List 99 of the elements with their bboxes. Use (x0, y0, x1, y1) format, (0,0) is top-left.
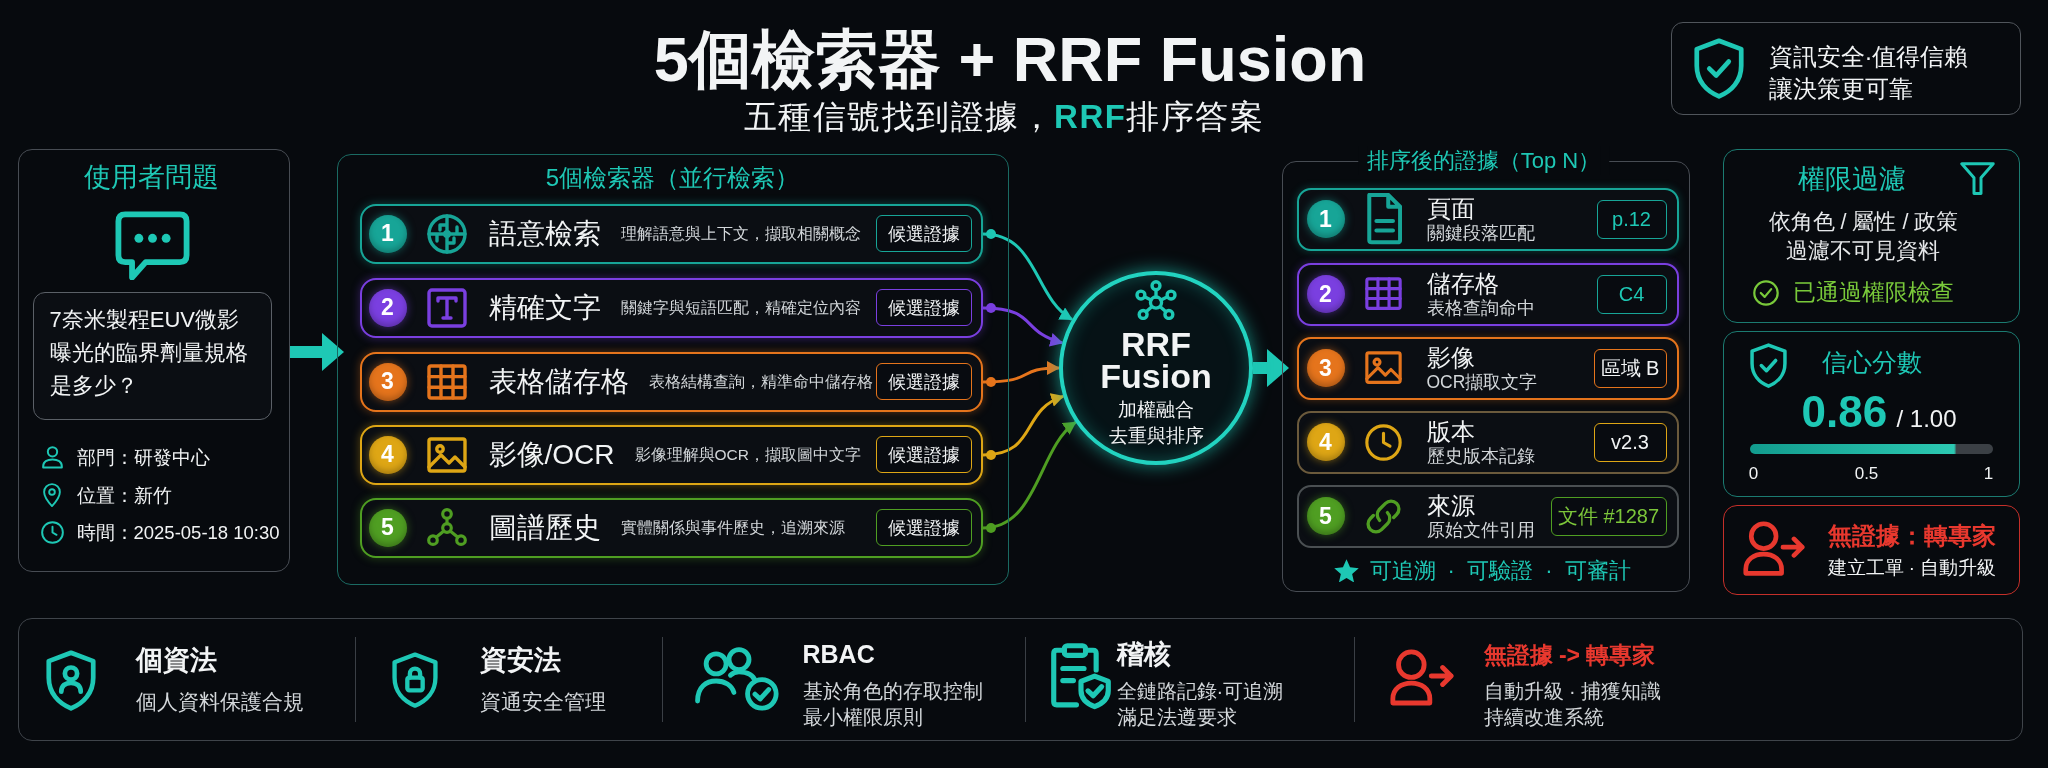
retriever-title: 語意檢索 (488, 216, 601, 251)
curved-arrow (982, 421, 1077, 532)
reference-tag: 文件 #1287 (1550, 496, 1667, 536)
alert-heading: 無證據：轉專家 (1827, 522, 1996, 551)
number-badge: 5 (1306, 497, 1345, 535)
reference-tag: C4 (1596, 274, 1667, 314)
retriever-card (359, 203, 983, 264)
item-title: 資安法 (479, 644, 561, 677)
meta-text: 部門：研發中心 (76, 445, 210, 470)
item-text: 資通安全管理 (479, 689, 606, 715)
fusion-subtitle: 加權融合 (1118, 397, 1194, 422)
arrow (290, 333, 344, 371)
number-badge: 5 (368, 508, 407, 547)
evidence-card (1296, 484, 1679, 548)
panel-heading: 信心分數 (1821, 347, 1922, 378)
retriever-title: 影像/OCR (488, 437, 615, 472)
evidence-description: 歷史版本記錄 (1426, 444, 1535, 468)
reference-tag: 區域 B (1593, 348, 1667, 388)
retriever-title: 精確文字 (488, 290, 601, 325)
fusion-circle (1059, 271, 1253, 465)
retriever-card (359, 424, 983, 485)
evidence-title: 版本 (1426, 416, 1475, 447)
meta-text: 時間：2025-05-18 10:30 (76, 520, 280, 545)
curved-arrow (982, 229, 1073, 321)
alert-text: 建立工單 · 自動升級 (1827, 555, 1996, 580)
number-badge: 3 (1306, 349, 1345, 387)
reference-tag: p.12 (1596, 199, 1667, 239)
evidence-description: 關鍵段落匹配 (1426, 221, 1535, 245)
filter-panel (1723, 149, 2020, 323)
evidence-card (1296, 410, 1679, 474)
item-text: 自動升級 · 捕獲知識持續改進系統 (1483, 678, 1663, 730)
evidence-description: 表格查詢命中 (1426, 296, 1535, 320)
item-title: 稽核 (1116, 638, 1171, 671)
curved-arrow (982, 394, 1065, 460)
retriever-title: 圖譜歷史 (488, 510, 601, 545)
evidence-card (1296, 187, 1679, 251)
evidence-title: 影像 (1426, 342, 1475, 373)
fusion-title: RRF Fusion (1099, 328, 1213, 392)
meta-text: 位置：新竹 (76, 483, 172, 508)
subtitle: 五種信號找到證據，RRF排序答案 (743, 96, 1265, 137)
item-text: 個人資料保護合規 (135, 689, 304, 715)
scale-label: 0.5 (1854, 462, 1879, 485)
compliance-bar (18, 618, 2023, 741)
evidence-tag: 候選證據 (875, 289, 972, 326)
retriever-title: 表格儲存格 (488, 364, 629, 399)
evidence-description: 原始文件引用 (1426, 518, 1535, 542)
question-panel (18, 149, 290, 572)
evidence-card (1296, 336, 1679, 400)
curved-arrow (982, 361, 1060, 387)
alert-heading: 無證據 -> 轉專家 (1483, 640, 1656, 670)
retriever-description: 關鍵字與短語匹配，精確定位內容 (620, 297, 861, 318)
evidence-title: 儲存格 (1426, 268, 1499, 299)
item-title: RBAC (802, 639, 875, 670)
evidence-card (1296, 262, 1679, 326)
badge-text: 資訊安全·值得信賴讓決策更可靠 (1768, 41, 1970, 104)
evidence-description: OCR擷取文字 (1426, 370, 1538, 394)
panel-text: 依角色 / 屬性 / 政策過濾不可見資料 (1767, 208, 1960, 265)
score-value: 0.86 (1801, 387, 1888, 436)
score-scale: / 1.00 (1896, 404, 1957, 434)
retriever-description: 實體關係與事件歷史，追溯來源 (620, 517, 845, 538)
retriever-card (359, 497, 983, 558)
fusion-subtitle: 去重與排序 (1108, 423, 1204, 448)
evidence-title: 頁面 (1426, 193, 1475, 224)
scale-label: 1 (1983, 462, 1994, 485)
item-text: 基於角色的存取控制最小權限原則 (802, 678, 984, 730)
number-badge: 1 (1306, 200, 1345, 238)
item-title: 個資法 (135, 644, 217, 677)
arrow (1253, 349, 1289, 387)
retriever-description: 理解語意與上下文，擷取相關概念 (620, 223, 861, 244)
panel-heading: 5個檢索器（並行檢索） (545, 163, 800, 193)
number-badge: 2 (1306, 275, 1345, 313)
status-text: 已通過權限檢查 (1792, 279, 1954, 307)
scale-label: 0 (1748, 462, 1759, 485)
evidence-title: 來源 (1426, 490, 1475, 521)
panel-heading: 使用者問題 (84, 161, 219, 194)
evidence-tag: 候選證據 (875, 363, 972, 400)
evidence-tag: 候選證據 (875, 436, 972, 473)
retriever-card (359, 351, 983, 412)
retriever-description: 影像理解與OCR，擷取圖中文字 (634, 444, 861, 465)
score-panel (1723, 331, 2020, 497)
question-box: 7奈米製程EUV微影曝光的臨界劑量規格是多少？ (32, 291, 272, 420)
info-badge (1671, 22, 2021, 115)
escalation-panel (1723, 505, 2020, 595)
number-badge: 3 (368, 362, 407, 401)
retriever-description: 表格結構查詢，精準命中儲存格 (648, 371, 873, 392)
evidence-tag: 候選證據 (875, 215, 972, 252)
item-text: 全鏈路記錄·可追溯滿足法遵要求 (1116, 678, 1285, 730)
evidence-tag: 候選證據 (875, 509, 972, 546)
number-badge: 4 (368, 435, 407, 474)
number-badge: 1 (368, 214, 407, 253)
title: 5個檢索器 + RRF Fusion (653, 23, 1367, 96)
curved-arrow (982, 303, 1064, 346)
footer-text: 可追溯 · 可驗證 · 可審計 (1369, 557, 1631, 585)
number-badge: 2 (368, 288, 407, 327)
reference-tag: v2.3 (1593, 422, 1667, 462)
number-badge: 4 (1306, 423, 1345, 461)
retriever-card (359, 277, 983, 338)
panel-heading: 權限過濾 (1797, 162, 1906, 196)
retriever-panel (337, 154, 1009, 585)
